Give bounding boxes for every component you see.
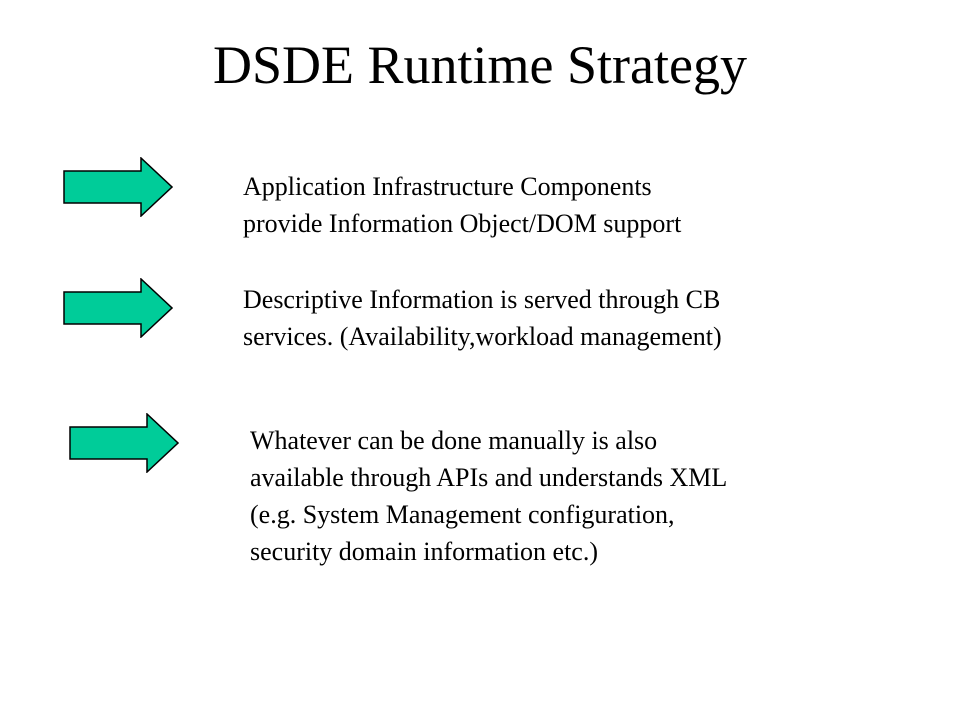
bullet-line: available through APIs and understands X… <box>250 463 728 492</box>
bullet-line: provide Information Object/DOM support <box>243 209 682 238</box>
right-arrow-icon <box>69 413 179 473</box>
bullet-point-infrastructure: Application Infrastructure Components pr… <box>243 168 681 242</box>
slide-title: DSDE Runtime Strategy <box>213 35 747 95</box>
bullet-line: services. (Availability,workload managem… <box>243 322 722 351</box>
bullet-point-apis-xml: Whatever can be done manually is also av… <box>250 422 727 570</box>
right-arrow-icon <box>63 157 173 217</box>
bullet-line: Descriptive Information is served throug… <box>243 285 721 314</box>
bullet-line: security domain information etc.) <box>250 537 599 566</box>
bullet-line: Application Infrastructure Components <box>243 172 652 201</box>
bullet-point-descriptive-info: Descriptive Information is served throug… <box>243 281 722 355</box>
bullet-line: Whatever can be done manually is also <box>250 426 658 455</box>
right-arrow-icon <box>63 278 173 338</box>
bullet-line: (e.g. System Management configuration, <box>250 500 675 529</box>
